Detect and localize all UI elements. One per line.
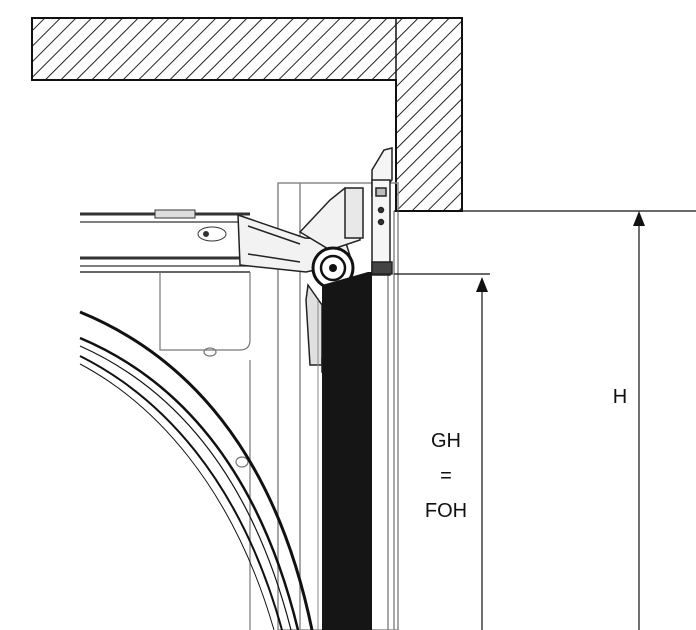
- vertical-bracket: [371, 147, 393, 276]
- h-label: H: [613, 386, 627, 408]
- back-panel-outline: [159, 272, 251, 630]
- door-panel: [317, 272, 372, 630]
- curved-track: [79, 310, 314, 630]
- roller-wheel: [311, 246, 355, 290]
- dimension-extension-lines: [394, 210, 696, 275]
- hinge-bracket: [237, 187, 364, 373]
- h-dimension-arrow: [633, 211, 645, 630]
- lintel-wall: [31, 17, 463, 212]
- foh-label: FOH: [425, 500, 467, 522]
- gh-label: GH: [431, 430, 461, 452]
- horizontal-track: [80, 209, 261, 273]
- equals-label: =: [440, 465, 452, 487]
- gh-dimension-arrow: [476, 277, 488, 630]
